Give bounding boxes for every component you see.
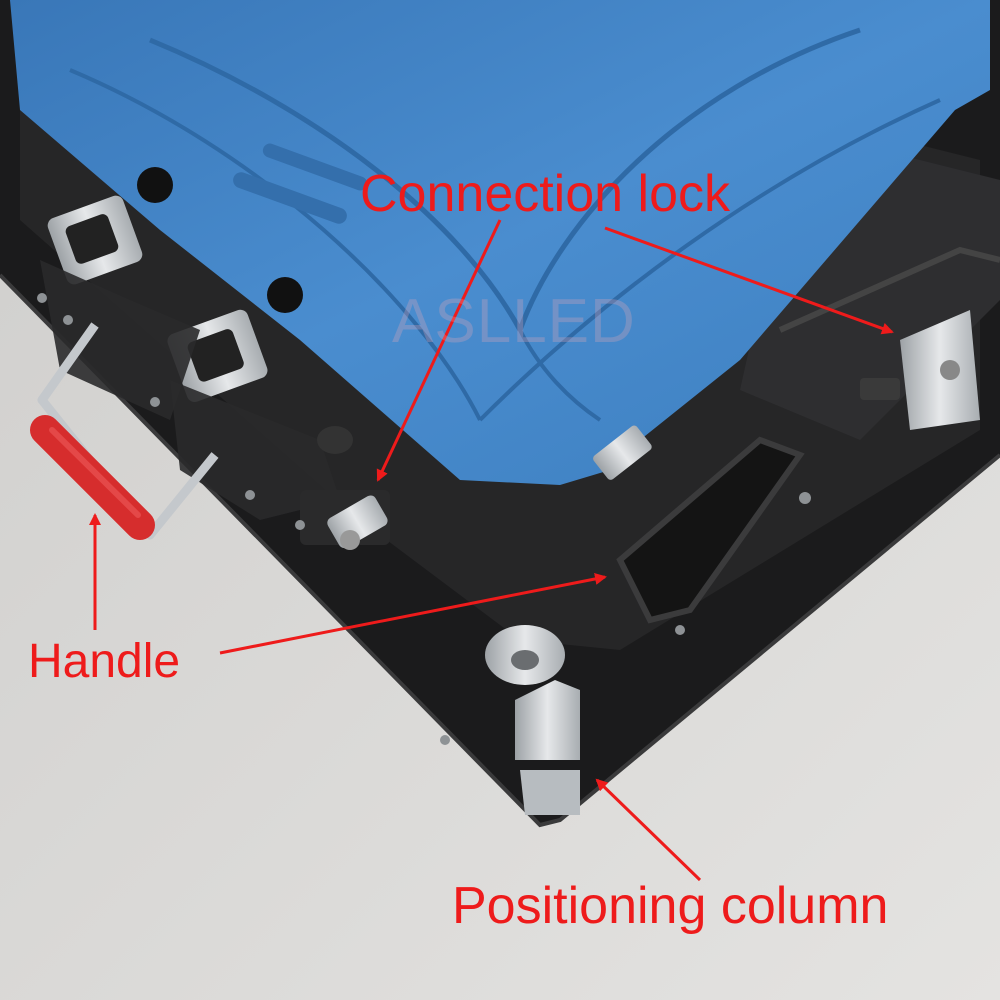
label-handle: Handle — [28, 635, 181, 688]
label-positioning-column: Positioning column — [452, 877, 889, 935]
cabinet-long-recess — [616, 436, 805, 624]
cabinet-edge-highlight — [0, 273, 1000, 828]
label-connection-lock: Connection lock — [360, 165, 730, 223]
watermark-text: ASLLED — [392, 287, 636, 356]
cabinet-handle — [30, 322, 219, 540]
socket-housing — [170, 380, 340, 520]
cover-emboss-curve — [149, 37, 523, 332]
arrow-icon — [604, 226, 894, 335]
cover-emboss-curve — [478, 98, 941, 422]
power-socket-1 — [47, 167, 173, 285]
arrow-icon — [595, 778, 702, 882]
cover-latch — [593, 425, 652, 480]
right-block-ridge — [778, 246, 1000, 333]
screws — [37, 293, 811, 745]
connection-lock-mechanism — [300, 426, 390, 550]
cover-emboss-slot — [233, 172, 347, 224]
cover-emboss-curve — [518, 329, 602, 422]
side-lock-block — [860, 310, 980, 430]
arrow-icon — [376, 219, 502, 482]
cover-emboss-curve — [517, 27, 861, 331]
socket-housing — [40, 260, 200, 420]
arrow-icon — [219, 573, 607, 655]
positioning-column — [485, 625, 580, 815]
cover-emboss-slot — [262, 143, 368, 191]
annotation-arrows — [89, 219, 894, 882]
cover-emboss-curve — [69, 68, 482, 421]
blue-back-cover — [10, 0, 990, 485]
